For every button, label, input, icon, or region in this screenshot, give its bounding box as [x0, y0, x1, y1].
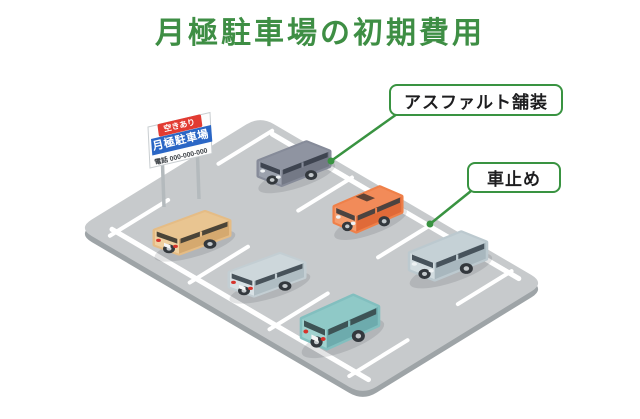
car-roof: [410, 232, 486, 264]
car-windshield: [260, 162, 281, 175]
callout-pointers: [327, 112, 472, 228]
asphalt-pointer-line: [330, 112, 398, 163]
car-roof: [258, 142, 330, 171]
sign-post: [195, 155, 201, 200]
car-taillight: [156, 238, 161, 242]
stall-divider: [218, 131, 272, 164]
car-license-plate: [239, 284, 246, 291]
car-wheel-hub: [207, 242, 213, 246]
sign-post: [160, 163, 166, 208]
car-rear-window: [231, 273, 253, 286]
callout-asphalt-paving: アスファルト舗装: [389, 84, 563, 116]
car-headlight: [411, 262, 417, 266]
car-headlight: [275, 175, 281, 179]
car-headlight: [428, 268, 434, 273]
car-windshield: [336, 207, 355, 221]
callout-wheel-stop-label: 車止め: [487, 170, 541, 189]
stall-divider: [298, 178, 352, 211]
wheel-stop-pointer-dot: [426, 220, 434, 228]
car-roof: [302, 296, 378, 330]
asphalt-pointer-dot: [327, 157, 335, 165]
wheel-stop-row-lower: [112, 229, 369, 379]
car-wheel-hub: [282, 284, 288, 288]
page-title: 月極駐車場の初期費用: [155, 17, 485, 50]
car-taillight: [248, 286, 253, 290]
car-side-window: [357, 197, 400, 221]
car-taillight: [320, 337, 326, 341]
car-headlight: [335, 215, 341, 219]
car-wheel-hub: [463, 266, 470, 271]
stall-divider: [458, 271, 512, 304]
car-headlight: [350, 221, 356, 226]
car-rear-window: [156, 231, 178, 244]
callout-wheel-stop: 車止め: [467, 162, 561, 193]
car-side-window: [436, 243, 485, 268]
car-roof: [334, 187, 402, 217]
car-side-window: [328, 308, 377, 336]
car-roof: [230, 254, 304, 282]
car-wheel-hub: [381, 219, 387, 224]
car-sunroof: [355, 193, 376, 202]
car-tan-sedan: [152, 209, 236, 262]
car-headlight: [260, 169, 266, 173]
car-gray-minivan: [256, 140, 336, 194]
wheel-stop-pointer-line: [429, 190, 472, 225]
car-orange-compact: [332, 185, 407, 241]
car-pale-blue-minivan: [407, 230, 493, 289]
car-light-blue-sedan: [227, 251, 311, 304]
car-wheel-hub: [421, 271, 428, 276]
car-taillight: [231, 280, 236, 284]
stall-divider: [190, 247, 248, 283]
car-wheel-hub: [308, 173, 314, 178]
car-roof: [155, 212, 229, 240]
sign-band: [151, 125, 213, 156]
car-wheel-hub: [345, 224, 350, 229]
car-license-plate: [164, 242, 171, 249]
car-side-window: [255, 263, 303, 286]
stall-divider: [349, 340, 407, 376]
sign-vacancy-badge: [157, 114, 203, 137]
car-wheel-hub: [269, 178, 275, 182]
stall-divider: [110, 200, 168, 236]
car-side-window: [180, 221, 228, 244]
car-teal-minivan: [299, 293, 385, 359]
stall-divider: [378, 224, 432, 257]
car-taillight: [173, 244, 178, 248]
stall-divider: [270, 293, 328, 329]
car-rear-window: [303, 320, 326, 336]
car-taillight: [303, 329, 309, 334]
car-windshield: [411, 254, 434, 269]
car-license-plate: [311, 334, 319, 342]
car-side-window: [283, 152, 328, 175]
callout-asphalt-label: アスファルト舗装: [404, 92, 548, 112]
car-wheel-hub: [355, 333, 362, 339]
